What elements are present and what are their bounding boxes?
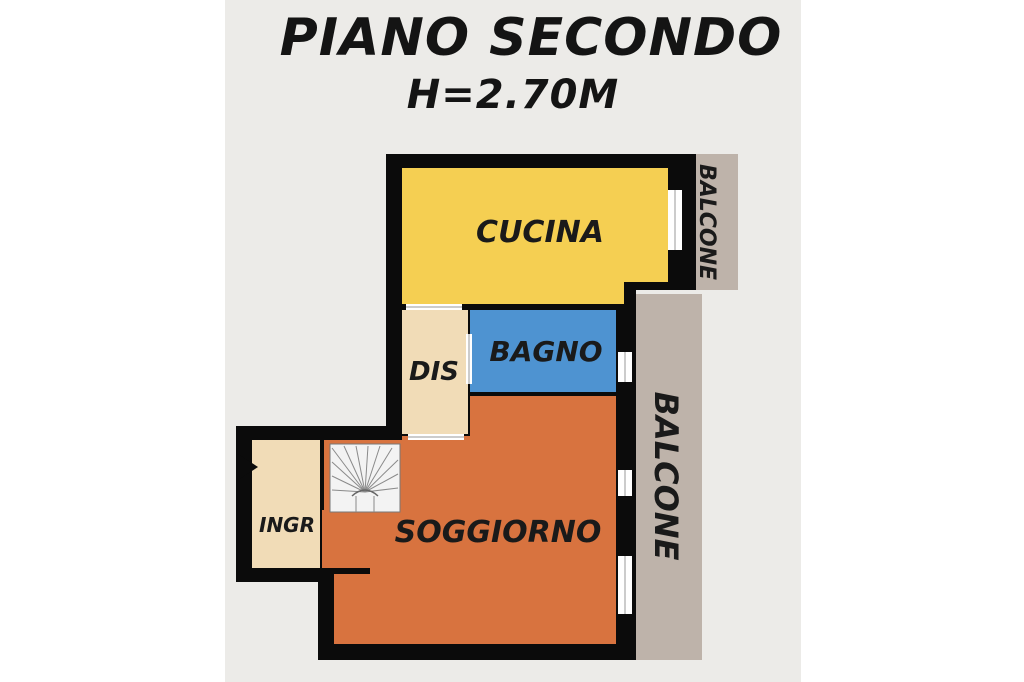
balcony-top — [688, 154, 738, 290]
label-soggiorno: SOGGIORNO — [395, 515, 602, 550]
door-dis-bagno — [466, 334, 472, 384]
label-balcone-right: BALCONE — [647, 392, 685, 561]
window-cucina — [668, 190, 682, 250]
partition-ingr-soggiorno — [320, 440, 324, 510]
label-balcone-top: BALCONE — [694, 164, 719, 280]
label-cucina: CUCINA — [476, 215, 604, 250]
room-cucina — [402, 168, 668, 304]
plan-height-subtitle: H=2.70M — [406, 72, 620, 118]
door-cucina-dis — [406, 304, 462, 310]
plan-title: PIANO SECONDO — [279, 8, 783, 68]
window-soggiorno-upper — [618, 470, 632, 496]
window-soggiorno-lower — [618, 556, 632, 614]
entrance-arrow-icon — [238, 454, 258, 480]
partition-soggiorno-step — [320, 568, 370, 574]
staircase — [329, 443, 401, 513]
room-ingr — [252, 440, 320, 568]
door-dis-soggiorno — [408, 434, 464, 440]
label-ingr: INGR — [259, 513, 315, 537]
balcony-right — [634, 294, 702, 660]
window-bagno — [618, 352, 632, 382]
room-dis — [402, 310, 468, 434]
label-dis: DIS — [409, 357, 459, 387]
room-bagno — [470, 310, 616, 392]
label-bagno: BAGNO — [489, 335, 602, 368]
